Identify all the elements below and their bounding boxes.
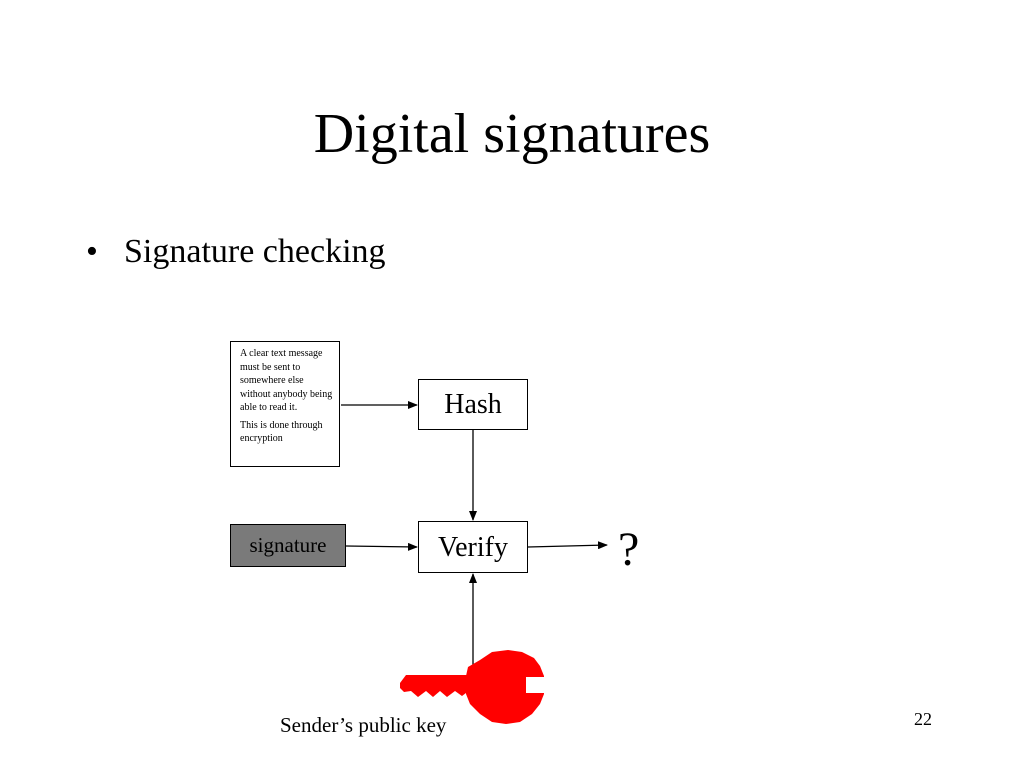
signature-box: signature [230, 524, 346, 567]
verify-box: Verify [418, 521, 528, 573]
message-paragraph-1: A clear text message must be sent to som… [240, 348, 333, 413]
bullet-marker: • [86, 233, 98, 270]
message-paragraph-2: This is done through encryption [240, 419, 323, 445]
bullet-text: Signature checking [124, 233, 386, 270]
key-icon [400, 650, 544, 724]
public-key-label: Sender’s public key [280, 713, 447, 737]
slide-title: Digital signatures [313, 103, 711, 165]
page-number: 22 [914, 709, 932, 729]
bullet-item: • Signature checking [86, 230, 386, 274]
arrow-signature-to-verify [345, 542, 418, 551]
hash-box: Hash [418, 379, 528, 430]
arrow-verify-to-result [527, 541, 608, 550]
message-text-box: A clear text message must be sent to som… [230, 341, 340, 467]
verification-result-question-mark: ? [618, 523, 640, 576]
